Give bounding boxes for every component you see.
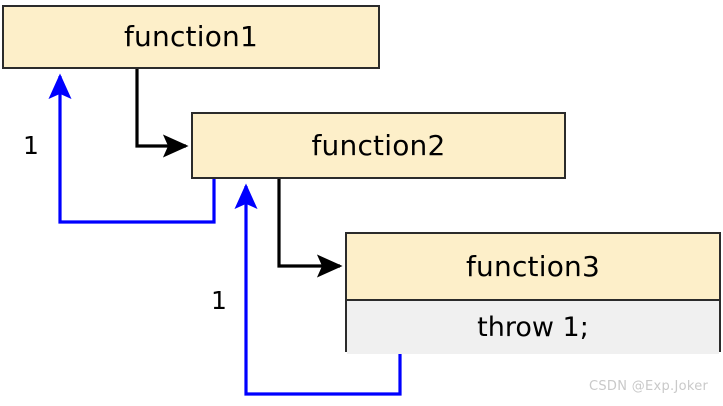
node-function1[interactable]: function1 — [2, 5, 380, 69]
node-function2-title: function2 — [193, 114, 564, 177]
node-function3-statement: throw 1; — [347, 299, 719, 354]
watermark-text: CSDN @Exp.Joker — [589, 379, 709, 394]
edge-label-throw-function3-function2: 1 — [211, 286, 227, 315]
edge-call-function2-function3 — [277, 179, 343, 278]
edge-throw-function2-function1 — [48, 73, 216, 224]
edge-call-function1-function2 — [135, 69, 189, 158]
node-function3[interactable]: function3 throw 1; — [345, 232, 721, 354]
node-function2[interactable]: function2 — [191, 112, 566, 179]
edge-throw-function3-function2 — [234, 183, 402, 396]
edge-label-throw-function2-function1: 1 — [23, 131, 39, 160]
node-function3-title: function3 — [347, 234, 719, 299]
node-function1-title: function1 — [4, 7, 378, 67]
